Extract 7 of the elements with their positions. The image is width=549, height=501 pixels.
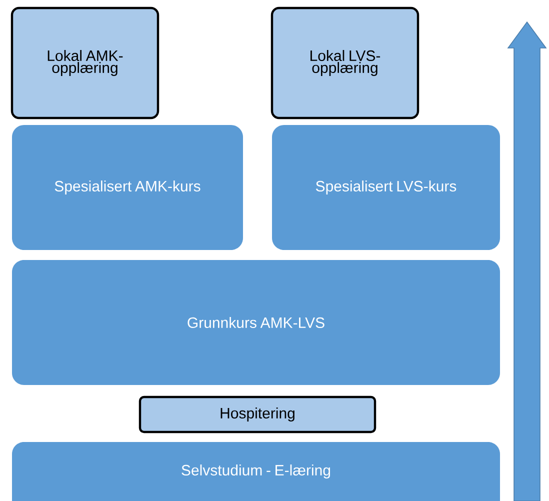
training-box: Hospitering bbox=[138, 396, 376, 434]
course-box: Spesialisert AMK-kurs bbox=[12, 125, 243, 250]
course-box: Grunnkurs AMK-LVS bbox=[12, 260, 500, 385]
course-box: Selvstudium - E-læring bbox=[12, 442, 500, 501]
course-box: Spesialisert LVS-kurs bbox=[272, 125, 500, 250]
training-box: Lokal LVS-opplæring bbox=[270, 6, 420, 120]
training-box: Lokal AMK-opplæring bbox=[10, 6, 160, 120]
